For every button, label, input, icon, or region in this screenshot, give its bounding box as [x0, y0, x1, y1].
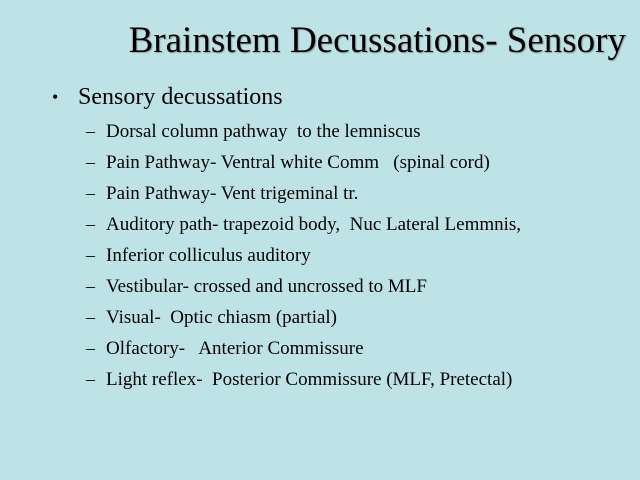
- dash-icon: –: [86, 183, 95, 203]
- sub-bullet-list: – Dorsal column pathway to the lemniscus…: [86, 116, 626, 395]
- sub-bullet-item: – Pain Pathway- Ventral white Comm (spin…: [86, 147, 626, 178]
- dash-icon: –: [86, 307, 95, 327]
- sub-bullet-text: Auditory path- trapezoid body, Nuc Later…: [106, 214, 522, 235]
- sub-bullet-item: – Auditory path- trapezoid body, Nuc Lat…: [86, 209, 626, 240]
- sub-bullet-text: Inferior colliculus auditory: [106, 245, 311, 266]
- bullet-dot-icon: •: [52, 87, 59, 107]
- sub-bullet-item: – Visual- Optic chiasm (partial): [86, 302, 626, 333]
- dash-icon: –: [86, 121, 95, 141]
- main-bullet-item: • Sensory decussations: [52, 80, 283, 114]
- sub-bullet-item: – Light reflex- Posterior Commissure (ML…: [86, 364, 626, 395]
- sub-bullet-text: Pain Pathway- Vent trigeminal tr.: [106, 183, 359, 204]
- dash-icon: –: [86, 214, 95, 234]
- sub-bullet-text: Dorsal column pathway to the lemniscus: [106, 121, 421, 142]
- dash-icon: –: [86, 338, 95, 358]
- dash-icon: –: [86, 245, 95, 265]
- sub-bullet-item: – Vestibular- crossed and uncrossed to M…: [86, 271, 626, 302]
- sub-bullet-item: – Pain Pathway- Vent trigeminal tr.: [86, 178, 626, 209]
- slide-title: Brainstem Decussations- Sensory: [128, 20, 626, 61]
- dash-icon: –: [86, 369, 95, 389]
- sub-bullet-text: Pain Pathway- Ventral white Comm (spinal…: [106, 152, 490, 173]
- dash-icon: –: [86, 152, 95, 172]
- sub-bullet-item: – Inferior colliculus auditory: [86, 240, 626, 271]
- sub-bullet-text: Light reflex- Posterior Commissure (MLF,…: [106, 369, 513, 390]
- sub-bullet-item: – Dorsal column pathway to the lemniscus: [86, 116, 626, 147]
- sub-bullet-text: Vestibular- crossed and uncrossed to MLF: [106, 276, 427, 297]
- sub-bullet-text: Olfactory- Anterior Commissure: [106, 338, 364, 359]
- sub-bullet-item: – Olfactory- Anterior Commissure: [86, 333, 626, 364]
- sub-bullet-text: Visual- Optic chiasm (partial): [106, 307, 338, 328]
- main-bullet-text: Sensory decussations: [78, 84, 283, 110]
- dash-icon: –: [86, 276, 95, 296]
